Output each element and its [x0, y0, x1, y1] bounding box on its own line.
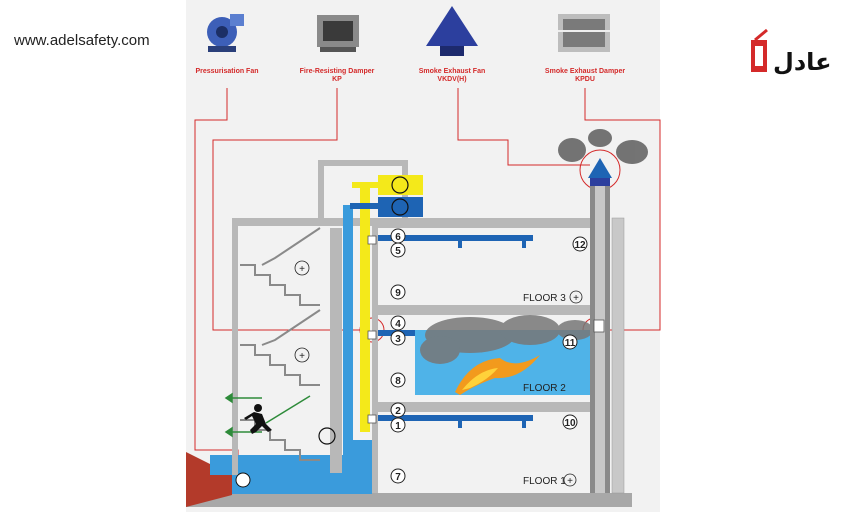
caption-pressurisation-fan: Pressurisation Fan: [195, 68, 258, 75]
core-wall: [372, 218, 378, 493]
centrifugal-fan-icon: [207, 14, 244, 52]
staircase: [240, 227, 321, 461]
svg-text:11: 11: [565, 338, 576, 349]
smoke-damper-icon: [558, 14, 610, 52]
stair-wall-left: [232, 218, 238, 383]
caption-smoke-damper-code: KPDU: [575, 76, 595, 83]
svg-text:12: 12: [574, 240, 586, 251]
svg-text:1: 1: [395, 421, 401, 432]
stair-shaft-wall: [330, 228, 342, 473]
marker-8: 8: [390, 372, 406, 388]
brand-logo-text: عادل: [773, 48, 830, 76]
svg-text:9: 9: [395, 288, 401, 299]
exit-arrows: [224, 392, 311, 438]
floor-1-plus: +: [563, 473, 577, 487]
svg-text:4: 4: [395, 319, 401, 330]
marker-11: 11: [562, 334, 578, 350]
svg-text:5: 5: [395, 246, 401, 257]
exhaust-smoke: [558, 129, 648, 164]
caption-fire-damper: Fire-Resisting Damper: [300, 68, 375, 75]
floor-3-plus: +: [569, 290, 583, 304]
soil-section: [186, 452, 232, 507]
running-person-icon: [244, 404, 272, 434]
stair-plus-upper: +: [294, 260, 310, 276]
svg-text:2: 2: [395, 406, 401, 417]
pressure-fan-unit: [378, 175, 423, 195]
pressure-fan-symbol: [391, 176, 409, 194]
marker-9: 9: [390, 284, 406, 300]
caption-exhaust-fan: Smoke Exhaust Fan: [419, 68, 486, 75]
marker-6: 6: [390, 228, 406, 244]
marker-3: 3: [390, 330, 406, 346]
svg-text:+: +: [573, 293, 579, 304]
plant-room-roof: [318, 160, 408, 166]
exterior-cladding: [611, 217, 625, 494]
svg-text:+: +: [567, 476, 573, 487]
stair-roof: [232, 218, 377, 226]
ground-slab: [186, 493, 632, 507]
marker-12: 12: [572, 236, 588, 252]
stair-plus-lower: +: [294, 347, 310, 363]
marker-1: 1: [390, 417, 406, 433]
supply-air-shaft: [343, 205, 353, 455]
fire-flames: [455, 355, 540, 395]
brand-logo: عادل: [745, 22, 832, 82]
caption-fire-damper-code: KP: [332, 76, 342, 83]
svg-text:10: 10: [564, 418, 576, 429]
svg-text:7: 7: [395, 472, 401, 483]
marker-10: 10: [562, 414, 578, 430]
floor-2-label: FLOOR 2: [523, 383, 566, 394]
pressurisation-duct: [360, 182, 370, 432]
wall-dampers: [367, 235, 605, 424]
floor-3-label: FLOOR 3: [523, 293, 566, 304]
svg-text:+: +: [299, 351, 305, 362]
floor-3-slab: [376, 305, 600, 315]
roof-exhaust-fan: [588, 158, 612, 178]
smoke-cloud: [420, 315, 593, 364]
caption-smoke-damper: Smoke Exhaust Damper: [545, 68, 625, 75]
exhaust-fan-unit: [378, 197, 423, 217]
svg-text:8: 8: [395, 376, 401, 387]
site-url: www.adelsafety.com: [14, 32, 150, 49]
pressurisation-fan-symbol: [235, 472, 251, 488]
caption-exhaust-fan-code: VKDV(H): [437, 76, 466, 83]
exhaust-fan-symbol: [391, 198, 409, 216]
roof-fan-icon: [426, 6, 478, 56]
svg-text:+: +: [299, 264, 305, 275]
fire-damper-icon: [317, 15, 359, 52]
marker-5: 5: [390, 242, 406, 258]
svg-text:3: 3: [395, 334, 401, 345]
svg-text:6: 6: [395, 232, 401, 243]
floor-2-slab: [376, 402, 600, 412]
marker-7: 7: [390, 468, 406, 484]
floor-1-label: FLOOR 1: [523, 476, 566, 487]
supply-air-basement: [232, 472, 372, 494]
marker-4: 4: [390, 315, 406, 331]
marker-2: 2: [390, 402, 406, 418]
stair-fan-symbol: [318, 427, 336, 445]
roof-slab: [376, 218, 600, 228]
